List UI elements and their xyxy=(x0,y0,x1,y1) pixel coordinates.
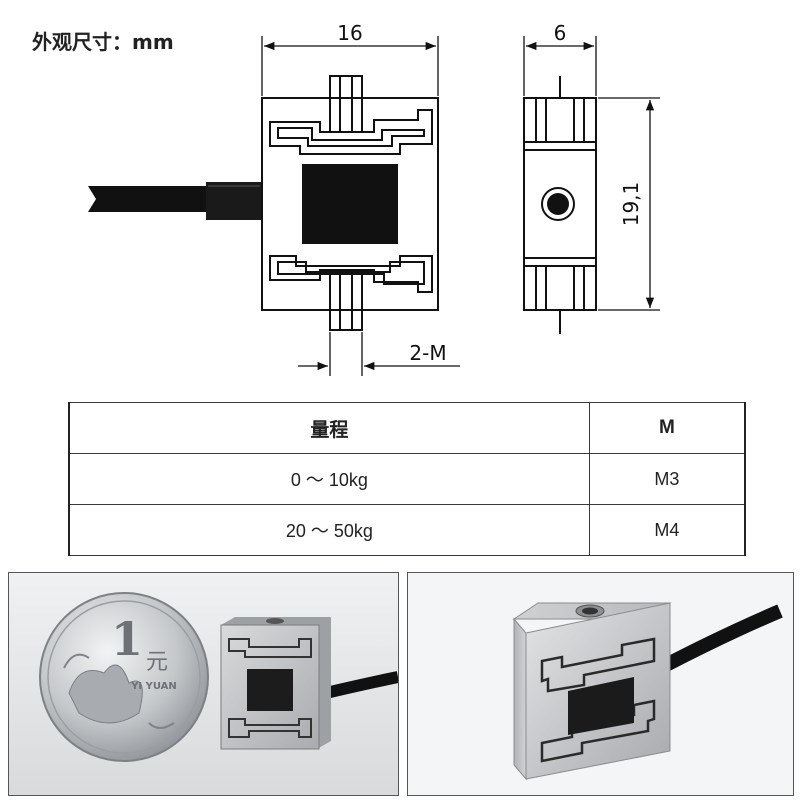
coin-char: 元 xyxy=(146,650,168,675)
dim-height-label: 19,1 xyxy=(619,182,643,227)
cell-thread: M3 xyxy=(588,453,746,505)
dimension-lines xyxy=(261,36,660,376)
cell-range: 20 ～ 50kg xyxy=(68,504,590,556)
coin-numeral: 1 xyxy=(111,612,143,666)
front-strain-window xyxy=(302,164,398,244)
dim-width-label: 16 xyxy=(337,21,362,45)
technical-drawing: 16 6 19,1 2-M xyxy=(88,21,660,376)
table-header-row: 量程 M xyxy=(68,402,746,454)
dim-thread-label: 2-M xyxy=(409,341,446,365)
spec-table: 量程 M 0 ～ 10kg M3 20 ～ 50kg M4 xyxy=(68,402,746,556)
sensor-photo-large xyxy=(512,602,672,781)
side-hole-outer xyxy=(541,187,575,221)
coin: 1 元 YI YUAN xyxy=(39,592,209,762)
coin-text: YI YUAN xyxy=(130,681,177,692)
header-thread: M xyxy=(588,402,746,454)
cell-thread: M4 xyxy=(588,504,746,556)
table-row: 0 ～ 10kg M3 xyxy=(68,453,746,505)
cell-range: 0 ～ 10kg xyxy=(68,453,590,505)
header-range: 量程 xyxy=(68,402,590,454)
cable-drawing xyxy=(88,182,262,220)
page-title: 外观尺寸：mm xyxy=(32,30,174,54)
dim-thickness-label: 6 xyxy=(554,21,567,45)
sensor-photo-small xyxy=(220,617,331,750)
photo-sensor-closeup xyxy=(407,572,794,796)
side-hole-inner xyxy=(547,193,569,215)
photo-coin-comparison: 1 元 YI YUAN xyxy=(8,572,399,796)
table-row: 20 ～ 50kg M4 xyxy=(68,504,746,556)
